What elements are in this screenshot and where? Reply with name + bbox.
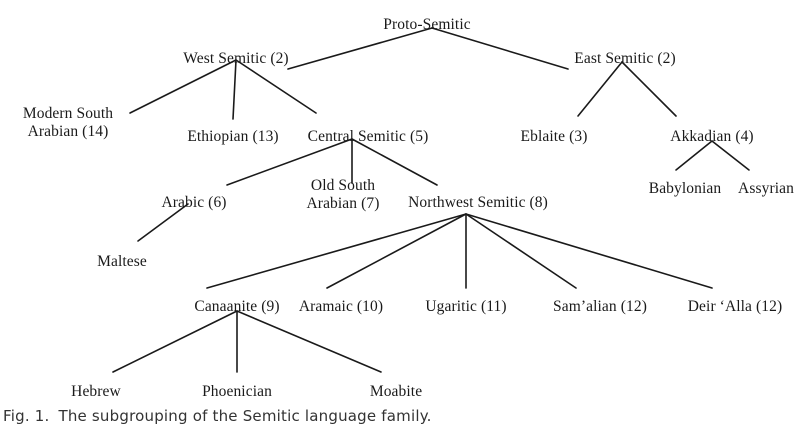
tree-edge-proto-semitic-to-east-semitic (431, 27, 569, 70)
figure-caption-text: The subgrouping of the Semitic language … (58, 407, 432, 425)
tree-node-label: East Semitic (2) (574, 50, 676, 67)
tree-edge-northwest-semitic-to-canaanite (206, 213, 467, 289)
tree-edge-northwest-semitic-to-aramaic (326, 213, 467, 289)
tree-edges-svg (112, 27, 750, 373)
tree-node-label: Ugaritic (11) (425, 298, 507, 315)
tree-node-label: Moabite (369, 383, 423, 400)
tree-node-label: Maltese (97, 253, 147, 270)
tree-node-hebrew: Hebrew (71, 383, 121, 400)
tree-edge-northwest-semitic-to-samalian (465, 213, 577, 289)
tree-node-moabite: Moabite (370, 383, 422, 400)
tree-node-label: Deir ‘Alla (12) (687, 298, 783, 315)
tree-node-east-semitic: East Semitic (2) (574, 50, 675, 67)
tree-node-label: West Semitic (2) (183, 50, 289, 67)
tree-node-label: Modern South (22, 105, 114, 122)
tree-edge-east-semitic-to-eblaite (577, 61, 623, 117)
tree-edge-east-semitic-to-akkadian (621, 61, 677, 117)
tree-edge-arabic-to-maltese (137, 203, 189, 242)
tree-node-label: Arabic (6) (161, 194, 227, 211)
tree-edge-akkadian-to-assyrian (711, 140, 750, 171)
tree-node-label-line2: Arabian (14) (27, 123, 109, 140)
tree-node-label: Eblaite (3) (520, 128, 588, 145)
tree-node-label: Babylonian (648, 180, 722, 197)
tree-node-babylonian: Babylonian (649, 180, 721, 197)
tree-node-west-semitic: West Semitic (2) (183, 50, 288, 67)
figure-number: Fig. 1. (3, 407, 50, 425)
tree-node-eblaite: Eblaite (3) (521, 128, 588, 145)
tree-edge-northwest-semitic-to-deir-alla (465, 213, 713, 289)
tree-edge-proto-semitic-to-west-semitic (287, 27, 433, 70)
tree-node-label: Akkadian (4) (670, 128, 754, 145)
tree-edge-canaanite-to-moabite (236, 310, 382, 373)
tree-node-proto-semitic: Proto-Semitic (383, 16, 470, 33)
tree-node-northwest-semitic: Northwest Semitic (8) (408, 194, 548, 211)
tree-edge-central-semitic-to-northwest-semitic (351, 138, 438, 186)
tree-node-label: Aramaic (10) (298, 298, 384, 315)
tree-edge-west-semitic-to-modern-south-arabian (129, 59, 237, 114)
tree-node-label: Phoenician (202, 383, 272, 400)
tree-node-arabic: Arabic (6) (161, 194, 226, 211)
tree-edge-central-semitic-to-arabic (226, 138, 353, 186)
tree-edge-west-semitic-to-central-semitic (235, 59, 317, 114)
tree-node-assyrian: Assyrian (738, 180, 794, 197)
tree-node-label: Northwest Semitic (8) (408, 194, 548, 211)
edge-group (112, 27, 750, 373)
tree-node-label: Sam’alian (12) (553, 298, 647, 315)
tree-edge-akkadian-to-babylonian (675, 140, 713, 171)
tree-node-canaanite: Canaanite (9) (194, 298, 279, 315)
tree-node-label: Old South (310, 177, 376, 194)
tree-node-label: Assyrian (738, 180, 794, 197)
tree-node-central-semitic: Central Semitic (5) (308, 128, 429, 145)
tree-node-aramaic: Aramaic (10) (299, 298, 383, 315)
tree-node-label: Ethiopian (13) (187, 128, 279, 145)
tree-node-label: Proto-Semitic (383, 16, 471, 33)
tree-node-deir-alla: Deir ‘Alla (12) (688, 298, 782, 315)
tree-edge-canaanite-to-hebrew (112, 310, 238, 373)
tree-node-label: Hebrew (71, 383, 121, 400)
tree-node-label-line2: Arabian (7) (306, 195, 380, 212)
tree-node-akkadian: Akkadian (4) (670, 128, 753, 145)
tree-edge-west-semitic-to-ethiopian (232, 59, 237, 120)
tree-node-phoenician: Phoenician (202, 383, 272, 400)
tree-node-label: Central Semitic (5) (307, 128, 429, 145)
tree-node-samalian: Sam’alian (12) (553, 298, 647, 315)
tree-node-maltese: Maltese (97, 253, 147, 270)
figure-caption: Fig. 1. The subgrouping of the Semitic l… (3, 407, 432, 425)
tree-node-label: Canaanite (9) (194, 298, 280, 315)
tree-node-ethiopian: Ethiopian (13) (187, 128, 278, 145)
tree-node-ugaritic: Ugaritic (11) (425, 298, 506, 315)
